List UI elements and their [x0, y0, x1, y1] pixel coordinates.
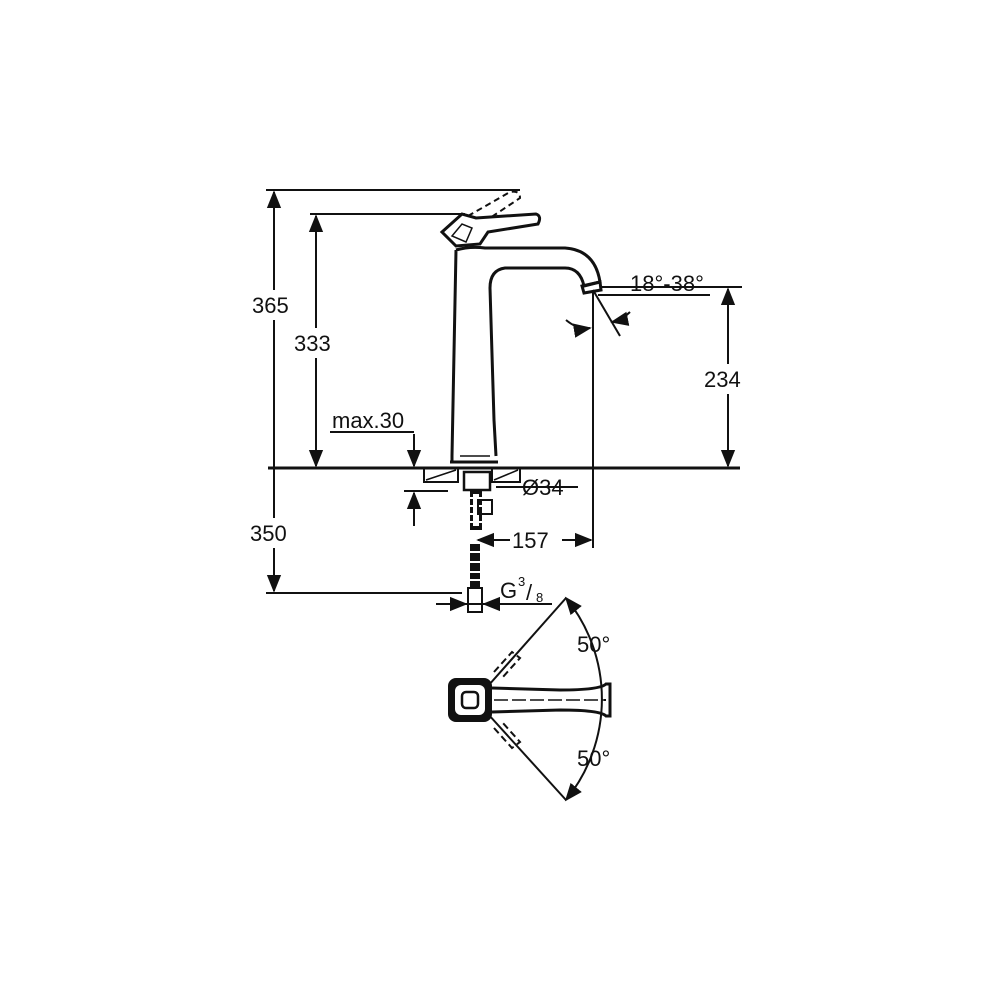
- supply-hose: [470, 544, 480, 588]
- dim-label-max30: max.30: [332, 408, 404, 433]
- lever-handle: [439, 212, 542, 248]
- angle-label-upper: 50°: [577, 632, 610, 657]
- dim-label-365: 365: [252, 293, 289, 318]
- angle-label-lower: 50°: [577, 746, 610, 771]
- dim-label-333: 333: [294, 331, 331, 356]
- body-top-core: [460, 690, 480, 710]
- dim-label-diameter: Ø34: [522, 475, 564, 500]
- spout-angle-ray: [592, 289, 621, 337]
- stud-nut: [477, 499, 493, 515]
- dim-label-234: 234: [704, 367, 741, 392]
- lever-open-position: [467, 190, 522, 219]
- deck-plate-left: [423, 467, 459, 483]
- dim-label-connection: G: [500, 578, 517, 603]
- spout-angle-arc-right: [610, 311, 631, 326]
- body-top-inner: [455, 685, 485, 715]
- spout-outlet: [580, 280, 603, 295]
- dim-label-157: 157: [512, 528, 549, 553]
- side-view: 365 333 350 234 max.30 Ø34 157 G 3 / 8: [246, 189, 756, 613]
- dim-label-350: 350: [250, 521, 287, 546]
- mounting-nut: [462, 470, 492, 492]
- angle-ray-lower: [487, 713, 567, 801]
- lever-position-upper: [493, 650, 522, 679]
- dim-label-spout-angle: 18°-38°: [630, 271, 704, 296]
- top-view: 50° 50°: [448, 596, 612, 802]
- lever-top-view: [491, 682, 612, 718]
- lever-position-lower: [493, 721, 522, 750]
- deck-plate-right: [491, 467, 521, 483]
- lever-handle-inner: [450, 223, 473, 243]
- dim-label-connection-num: 3: [518, 574, 525, 589]
- dim-label-connection-slash: /: [526, 580, 533, 605]
- hose-fitting: [467, 587, 483, 613]
- spout-angle-arc: [565, 319, 592, 338]
- angle-ray-upper: [487, 597, 567, 687]
- dim-label-connection-den: 8: [536, 590, 543, 605]
- faucet-body: [450, 245, 602, 462]
- rotation-arc: [564, 596, 603, 802]
